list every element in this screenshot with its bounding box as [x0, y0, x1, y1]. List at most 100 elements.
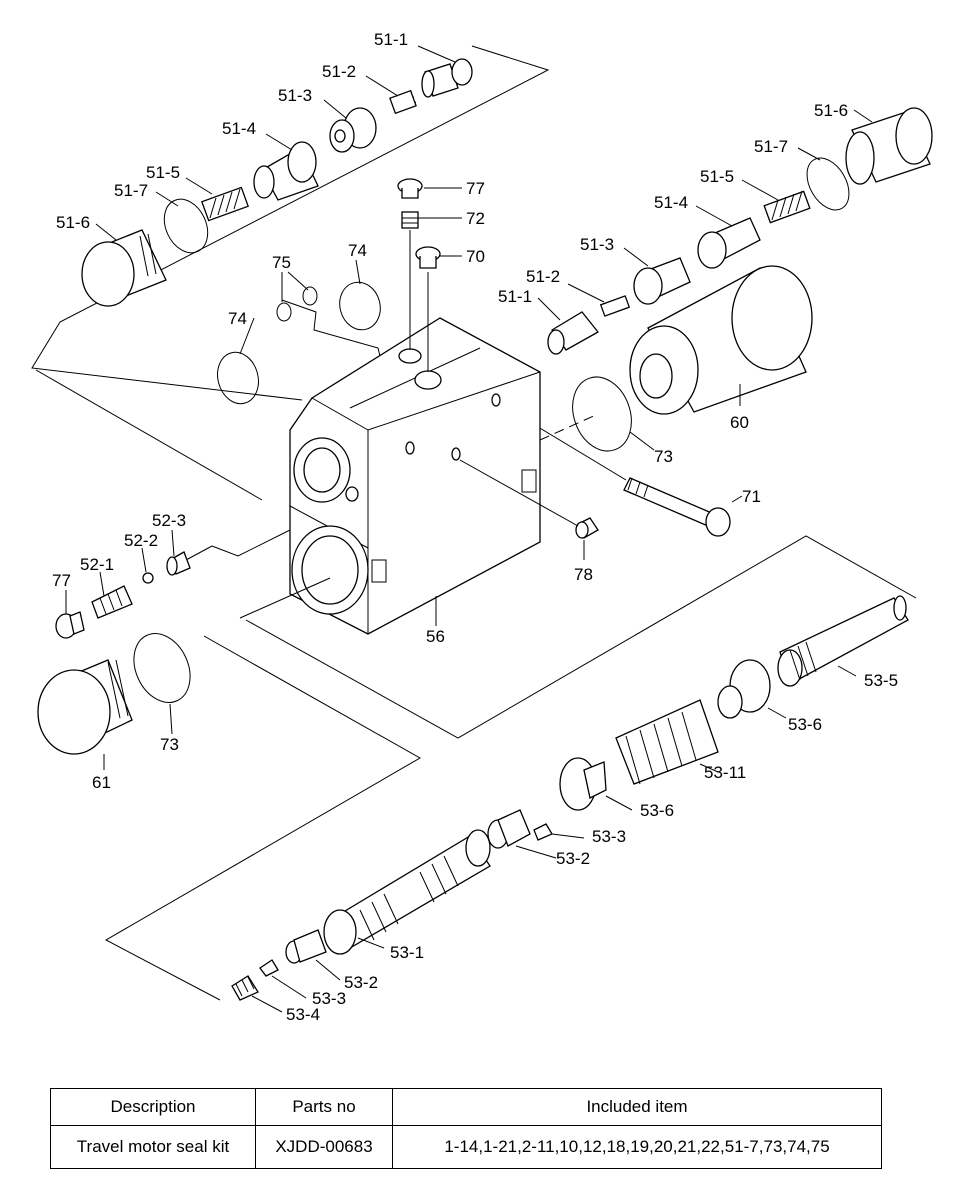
frame-leader-body — [239, 577, 331, 619]
part-51-7-o-ring-right — [806, 157, 850, 211]
part-53-6-retainer-left — [559, 757, 607, 811]
grouping-frame-left — [31, 45, 550, 401]
part-52-2-ball — [142, 572, 154, 584]
label-51-7-top: 51-7 — [114, 181, 148, 200]
cell-parts-no: XJDD-00683 — [255, 1125, 393, 1169]
part-74-o-ring-left — [217, 351, 259, 405]
part-51-4-piston-right — [697, 217, 761, 269]
header-included-item: Included item — [392, 1088, 882, 1126]
label-53-11: 53-11 — [704, 763, 746, 782]
label-51-2-top: 51-2 — [322, 62, 356, 81]
label-53-6-right: 53-6 — [788, 715, 822, 734]
frame-leader-left — [35, 369, 263, 501]
part-52-1-spring — [91, 585, 133, 619]
table-header-row: Description Parts no Included item — [50, 1088, 882, 1126]
exploded-parts-diagram: 51-1 51-2 51-3 51-4 51-5 51-7 51-6 51-6 … — [31, 30, 933, 1024]
part-51-1-poppet — [421, 58, 473, 98]
cell-included-item: 1-14,1-21,2-11,10,12,18,19,20,21,22,51-7… — [392, 1125, 882, 1169]
label-53-2-upper: 53-2 — [556, 849, 590, 868]
label-73-left: 73 — [160, 735, 179, 754]
part-51-3-seat — [329, 107, 377, 153]
label-77-left: 77 — [52, 571, 71, 590]
part-74-o-ring-top — [339, 281, 381, 331]
label-53-1: 53-1 — [390, 943, 424, 962]
seal-kit-table: Description Parts no Included item Trave… — [50, 1088, 882, 1169]
label-53-3-lower: 53-3 — [312, 989, 346, 1008]
label-74-left: 74 — [228, 309, 247, 328]
part-75-o-ring-b — [302, 286, 318, 306]
table-row: Travel motor seal kit XJDD-00683 1-14,1-… — [50, 1125, 882, 1169]
part-73-o-ring-right — [572, 376, 632, 452]
part-51-5-spring-right — [763, 190, 811, 224]
relief-valve-assembly-right — [499, 107, 933, 537]
part-77-plug-top — [397, 178, 423, 199]
part-71-bolt — [623, 477, 731, 537]
leader-52-body — [211, 529, 291, 557]
part-73-o-ring-left — [133, 633, 191, 703]
part-51-5-spring — [201, 186, 249, 222]
frame-upper-seals — [281, 299, 381, 357]
label-73-right: 73 — [654, 447, 673, 466]
label-56: 56 — [426, 627, 445, 646]
part-53-1-sleeve — [323, 829, 491, 955]
label-72: 72 — [466, 209, 485, 228]
part-51-4-piston — [253, 141, 319, 201]
label-53-2-lower: 53-2 — [344, 973, 378, 992]
label-78: 78 — [574, 565, 593, 584]
label-51-3-right: 51-3 — [580, 235, 614, 254]
leader-73-axis — [539, 413, 599, 441]
label-51-4-right: 51-4 — [654, 193, 688, 212]
part-75-o-ring-a — [276, 302, 292, 322]
part-61-plug — [37, 659, 133, 755]
part-51-2-spring — [389, 89, 417, 115]
frame-lower-right — [245, 535, 917, 739]
header-parts-no: Parts no — [255, 1088, 393, 1126]
label-71: 71 — [742, 487, 761, 506]
label-52-2: 52-2 — [124, 531, 158, 550]
part-60-cartridge — [629, 265, 813, 415]
label-51-2-right: 51-2 — [526, 267, 560, 286]
label-51-1-top: 51-1 — [374, 30, 408, 49]
label-60: 60 — [730, 413, 749, 432]
label-51-6-top: 51-6 — [56, 213, 90, 232]
label-51-5-right: 51-5 — [700, 167, 734, 186]
label-51-6-right: 51-6 — [814, 101, 848, 120]
part-56-valve-body — [289, 317, 541, 635]
axis-78 — [459, 459, 579, 527]
part-53-2-seat-lower — [285, 929, 327, 964]
part-51-2-spring-right — [599, 295, 631, 317]
label-77-top: 77 — [466, 179, 485, 198]
label-51-7-right: 51-7 — [754, 137, 788, 156]
label-51-1-right: 51-1 — [498, 287, 532, 306]
label-53-4: 53-4 — [286, 1005, 320, 1024]
part-53-6-retainer-right — [717, 659, 771, 719]
part-53-2-seat-upper — [487, 809, 531, 849]
label-52-1: 52-1 — [80, 555, 114, 574]
part-78-plug — [575, 517, 599, 539]
label-70: 70 — [466, 247, 485, 266]
header-description: Description — [50, 1088, 256, 1126]
cell-description: Travel motor seal kit — [50, 1125, 256, 1169]
part-51-6-plug-right — [845, 107, 933, 185]
leader-52-axis — [185, 545, 213, 561]
label-51-4-top: 51-4 — [222, 119, 256, 138]
label-74-top: 74 — [348, 241, 367, 260]
part-51-7-o-ring — [163, 198, 209, 254]
part-53-3-pin-upper — [533, 823, 553, 841]
part-53-4-plug — [231, 975, 259, 1001]
part-51-1-poppet-right — [547, 311, 599, 355]
label-53-3-upper: 53-3 — [592, 827, 626, 846]
part-53-11-spring — [615, 699, 719, 785]
label-53-5: 53-5 — [864, 671, 898, 690]
part-53-3-pin-lower — [259, 959, 279, 977]
label-51-5-top: 51-5 — [146, 163, 180, 182]
label-61: 61 — [92, 773, 111, 792]
part-72-plug — [401, 211, 419, 229]
part-52-3-plug — [166, 551, 191, 576]
label-75: 75 — [272, 253, 291, 272]
label-52-3: 52-3 — [152, 511, 186, 530]
label-53-6-left: 53-6 — [640, 801, 674, 820]
part-51-6-plug — [81, 229, 167, 307]
label-leaders — [65, 45, 873, 1013]
label-51-3-top: 51-3 — [278, 86, 312, 105]
